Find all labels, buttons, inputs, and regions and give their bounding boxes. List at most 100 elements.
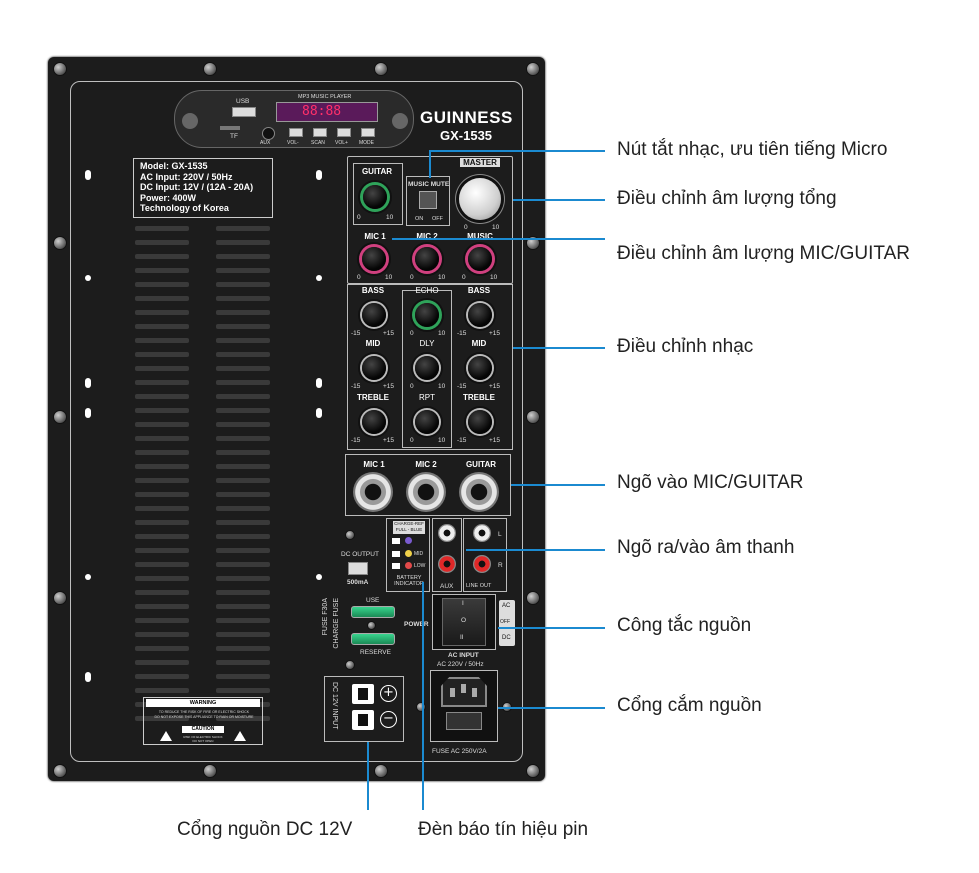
minus-icon: − xyxy=(380,711,397,728)
treble-knob-right[interactable] xyxy=(468,410,492,434)
delay-knob[interactable] xyxy=(415,356,439,380)
line-out-right-rca[interactable] xyxy=(473,555,491,573)
vent-slot xyxy=(135,338,189,343)
fuse-drawer[interactable] xyxy=(446,712,482,730)
treble-label: TREBLE xyxy=(357,393,389,402)
mp3-title: MP3 MUSIC PLAYER xyxy=(298,94,352,100)
callout-line xyxy=(429,150,431,178)
aux-jack[interactable] xyxy=(262,127,275,140)
mic1-input-jack[interactable] xyxy=(353,472,393,512)
line-out-left-rca[interactable] xyxy=(473,524,491,542)
socket-pin xyxy=(472,688,477,697)
mount-hole xyxy=(85,672,91,682)
socket-pin xyxy=(450,688,455,697)
mic1-volume-knob[interactable] xyxy=(362,247,386,271)
mp3-button-vol[interactable] xyxy=(337,128,351,137)
vent-slot xyxy=(216,562,270,567)
mp3-button-scan[interactable] xyxy=(313,128,327,137)
guitar-input-jack[interactable] xyxy=(459,472,499,512)
knob-scale-label: -15 xyxy=(457,437,467,444)
vent-slot xyxy=(135,604,189,609)
usb-port[interactable] xyxy=(232,107,256,117)
mp3-button-label: VOL- xyxy=(287,140,299,146)
vent-slot xyxy=(216,366,270,371)
screw-icon xyxy=(53,236,67,250)
callout-line xyxy=(429,150,605,152)
mp3-button-mode[interactable] xyxy=(361,128,375,137)
mp3-button-label: SCAN xyxy=(311,140,325,146)
ac-input-label: AC INPUT xyxy=(448,652,479,659)
music-volume-knob[interactable] xyxy=(468,247,492,271)
vent-slot xyxy=(135,688,189,693)
screw-icon xyxy=(53,591,67,605)
off-label: OFF xyxy=(432,216,443,222)
screw-icon xyxy=(367,621,376,630)
mp3-button-label: MODE xyxy=(359,140,374,146)
usb-label: USB xyxy=(236,98,250,105)
bass-knob-left[interactable] xyxy=(362,303,386,327)
terminal-slot xyxy=(358,688,368,700)
mount-hole xyxy=(316,170,322,180)
aux-box xyxy=(432,518,462,592)
echo-knob[interactable] xyxy=(415,303,439,327)
mid-knob-left[interactable] xyxy=(362,356,386,380)
mic2-volume-knob[interactable] xyxy=(415,247,439,271)
vent-slot xyxy=(216,716,270,721)
power-rocker[interactable] xyxy=(442,598,486,646)
music-mute-label: MUSIC MUTE xyxy=(408,181,450,188)
knob-scale-label: 0 xyxy=(410,330,414,337)
callout-mic-guitar-volume: Điều chỉnh âm lượng MIC/GUITAR xyxy=(617,243,911,264)
callout-line xyxy=(466,549,605,551)
vent-slot xyxy=(135,562,189,567)
power-off-mark: O xyxy=(461,617,467,624)
mid-knob-right[interactable] xyxy=(468,356,492,380)
knob-scale-label: 0 xyxy=(410,437,414,444)
battery-indicator xyxy=(386,518,430,592)
vent-slot xyxy=(216,268,270,273)
battery-indicator-label: BATTERY INDICATOR xyxy=(394,575,424,587)
knob-scale-label: 10 xyxy=(438,383,446,390)
mp3-button-vol[interactable] xyxy=(289,128,303,137)
vent-slot xyxy=(135,618,189,623)
vent-slot xyxy=(135,240,189,245)
knob-scale-label: 10 xyxy=(385,274,393,281)
vent-slot xyxy=(216,436,270,441)
vent-slot xyxy=(135,408,189,413)
input-jacks-section xyxy=(345,454,511,516)
aux-left-rca[interactable] xyxy=(438,524,456,542)
vent-slot xyxy=(135,520,189,525)
aux-right-rca[interactable] xyxy=(438,555,456,573)
vent-slot xyxy=(216,688,270,693)
vent-slot xyxy=(216,548,270,553)
treble-knob-left[interactable] xyxy=(362,410,386,434)
dc-output-usb-port[interactable] xyxy=(348,562,368,575)
master-volume-knob[interactable] xyxy=(459,178,501,220)
callout-line xyxy=(513,347,605,349)
mic2-input-jack[interactable] xyxy=(406,472,446,512)
screw-icon xyxy=(182,113,198,129)
guitar-input-label: GUITAR xyxy=(465,460,497,469)
callout-master-volume: Điều chỉnh âm lượng tổng xyxy=(617,188,837,209)
repeat-knob[interactable] xyxy=(415,410,439,434)
callout-mic-guitar-input: Ngõ vào MIC/GUITAR xyxy=(617,472,804,493)
tf-card-slot[interactable] xyxy=(220,126,240,130)
fuse-reserve[interactable] xyxy=(351,633,395,645)
bass-knob-right[interactable] xyxy=(468,303,492,327)
aux-label: AUX xyxy=(440,583,454,590)
mp3-button-label: VOL+ xyxy=(335,140,348,146)
vent-slot xyxy=(135,254,189,259)
guitar-volume-knob[interactable] xyxy=(363,185,387,209)
vent-slot xyxy=(216,646,270,651)
vent-slot xyxy=(216,478,270,483)
fuse-in-use[interactable] xyxy=(351,606,395,618)
dc-output-current: 500mA xyxy=(347,579,369,586)
knob-scale-label: 10 xyxy=(438,330,446,337)
music-mute-button[interactable] xyxy=(419,191,437,209)
power-mode-label xyxy=(499,600,515,646)
callout-line xyxy=(367,742,369,810)
callout-dc-port: Cổng nguồn DC 12V xyxy=(177,819,353,840)
callout-power-switch: Công tắc nguồn xyxy=(617,615,752,636)
screw-icon xyxy=(416,702,426,712)
amplifier-panel xyxy=(48,57,545,781)
bass-label: BASS xyxy=(361,286,385,295)
